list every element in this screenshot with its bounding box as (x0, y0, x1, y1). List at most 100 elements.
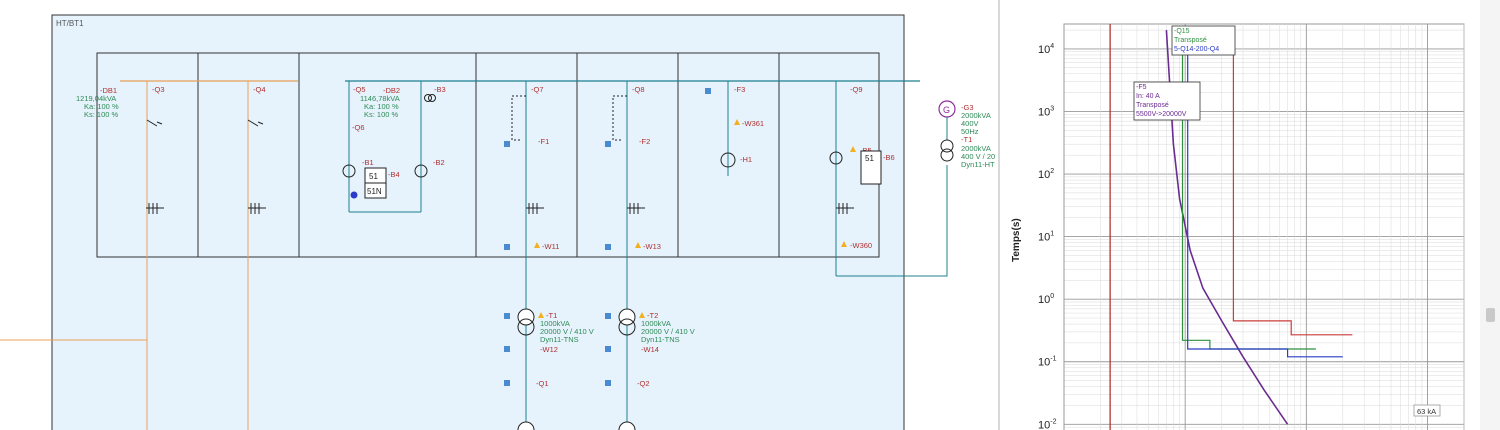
series-line-q14[interactable] (1187, 51, 1343, 358)
series-line-q4[interactable] (1232, 51, 1353, 336)
svg-text:Dyn11-HT: Dyn11-HT (961, 160, 995, 169)
warning-icon (635, 242, 641, 248)
warning-icon (534, 242, 540, 248)
svg-text:-W12: -W12 (540, 345, 558, 354)
cable-icon (504, 313, 510, 319)
b4-label: -B4 (388, 170, 400, 179)
b6-label: -B6 (883, 153, 895, 162)
db1-ka: Ka: 100 % (84, 102, 119, 111)
earth-switch-icon (836, 203, 854, 214)
generator-name: -G3 (961, 103, 974, 112)
vertical-scrollbar[interactable] (1480, 0, 1500, 430)
transformer-icon (618, 308, 636, 326)
b1-label: -B1 (362, 158, 374, 167)
svg-text:G: G (943, 105, 950, 115)
generator-g3[interactable]: G -G3 2000kVA 400V 50Hz -T1 2000kVA 400 … (938, 100, 995, 169)
cable-label: -W11 (542, 242, 559, 251)
device-label: -Q3 (152, 85, 165, 94)
svg-text:-T2: -T2 (647, 311, 658, 320)
svg-text:Dyn11-TNS: Dyn11-TNS (641, 335, 680, 344)
b3-label: -B3 (434, 85, 446, 94)
series-line-f5[interactable] (1165, 30, 1289, 425)
cable-icon (605, 380, 611, 386)
warning-icon (639, 312, 645, 318)
earth-switch-icon (146, 203, 164, 214)
svg-text:-Q15: -Q15 (1174, 28, 1190, 35)
cell-q5[interactable]: -Q5 -DB2 1146,78kVA Ka: 100 % Ks: 100 % … (342, 81, 446, 213)
device-label: -Q9 (850, 85, 863, 94)
svg-text:Transposé: Transposé (1174, 37, 1207, 44)
y-tick-label: 104 (1038, 43, 1054, 56)
earth-switch-icon (526, 203, 544, 214)
svg-text:51: 51 (865, 154, 874, 163)
svg-text:1000kVA: 1000kVA (540, 319, 570, 328)
load-label: -H1 (740, 155, 752, 164)
cell-f3[interactable]: -F3 -W361 -H1 (705, 81, 764, 176)
svg-text:-T1: -T1 (546, 311, 557, 320)
cable-icon (605, 244, 611, 250)
single-line-diagram[interactable]: HT/BT1 -Q3 -DB1 1219,04kVA Ka: 100 % Ks:… (0, 0, 998, 430)
load-icon (720, 152, 736, 168)
svg-text:51N: 51N (367, 187, 382, 196)
cell-q7[interactable]: -Q7 -F1 -W11 (504, 81, 559, 430)
annotation-q15[interactable]: -Q15 Transposé 5-Q14-200-Q4 (1171, 25, 1236, 56)
panel-divider (998, 0, 1000, 430)
device-label: -Q4 (253, 85, 266, 94)
plot-area (1063, 23, 1465, 430)
cell-q9[interactable]: -Q9 -B5 -B6 51 -W360 (829, 81, 948, 277)
cell-q3[interactable]: -Q3 -DB1 1219,04kVA Ka: 100 % Ks: 100 % (0, 81, 165, 430)
series-layer (1109, 24, 1353, 430)
y-tick-label: 10-2 (1038, 418, 1057, 430)
device-label: -Q7 (531, 85, 544, 94)
warning-icon (734, 119, 740, 125)
svg-text:Transposé: Transposé (1136, 102, 1169, 109)
db1-power: 1219,04kVA (76, 94, 116, 103)
svg-text:-Q2: -Q2 (637, 379, 650, 388)
annotation-f5[interactable]: -F5 In: 40 A Transposé 5500V->20000V (1133, 81, 1201, 121)
y-tick-label: 103 (1038, 105, 1054, 118)
warning-icon (538, 312, 544, 318)
panel-title: HT/BT1 (56, 19, 84, 28)
cable-icon (504, 244, 510, 250)
svg-text:20000 V / 410 V: 20000 V / 410 V (641, 327, 695, 336)
svg-text:-Q1: -Q1 (536, 379, 549, 388)
svg-text:63 kA: 63 kA (1417, 407, 1436, 416)
current-transformer-icon (342, 164, 356, 178)
svg-text:Dyn11-TNS: Dyn11-TNS (540, 335, 579, 344)
y-tick-label: 10-1 (1038, 356, 1057, 369)
warning-icon (841, 241, 847, 247)
relay-51-box (860, 150, 882, 185)
earth-switch-icon (627, 203, 645, 214)
current-transformer-icon (414, 164, 428, 178)
device-label: -Q8 (632, 85, 645, 94)
scrollbar-thumb[interactable] (1486, 308, 1495, 322)
earth-switch-icon (248, 203, 266, 214)
y-tick-label: 101 (1038, 231, 1054, 244)
voltage-transformer-icon (424, 94, 432, 102)
transformer-t2[interactable]: -T2 1000kVA 20000 V / 410 V Dyn11-TNS -W… (605, 308, 695, 430)
svg-text:-F5: -F5 (1136, 84, 1147, 91)
cell-q4[interactable]: -Q4 (247, 81, 266, 430)
svg-text:In: 40 A: In: 40 A (1136, 93, 1160, 100)
db1-label: -DB1 (100, 86, 117, 95)
svg-text:20000 V / 410 V: 20000 V / 410 V (540, 327, 594, 336)
device-label: -F3 (734, 85, 745, 94)
cable-icon (605, 346, 611, 352)
q6-label: -Q6 (352, 123, 365, 132)
cell-q8[interactable]: -Q8 -F2 -W13 (605, 81, 661, 430)
grid (1063, 24, 1465, 430)
info-icon (350, 191, 358, 199)
current-transformer-icon (829, 151, 843, 165)
cable-label: -W360 (850, 241, 872, 250)
db1-ks: Ks: 100 % (84, 110, 119, 119)
svg-text:5-Q14-200-Q4: 5-Q14-200-Q4 (1174, 46, 1219, 53)
svg-text:-W14: -W14 (641, 345, 659, 354)
svg-text:50Hz: 50Hz (961, 127, 979, 136)
svg-text:51: 51 (369, 172, 378, 181)
gen-transformer-name: -T1 (961, 135, 972, 144)
corner-annotation: 63 kA (1413, 404, 1441, 417)
y-tick-label: 102 (1038, 168, 1054, 181)
transformer-t1[interactable]: -T1 1000kVA 20000 V / 410 V Dyn11-TNS -W… (504, 308, 594, 430)
